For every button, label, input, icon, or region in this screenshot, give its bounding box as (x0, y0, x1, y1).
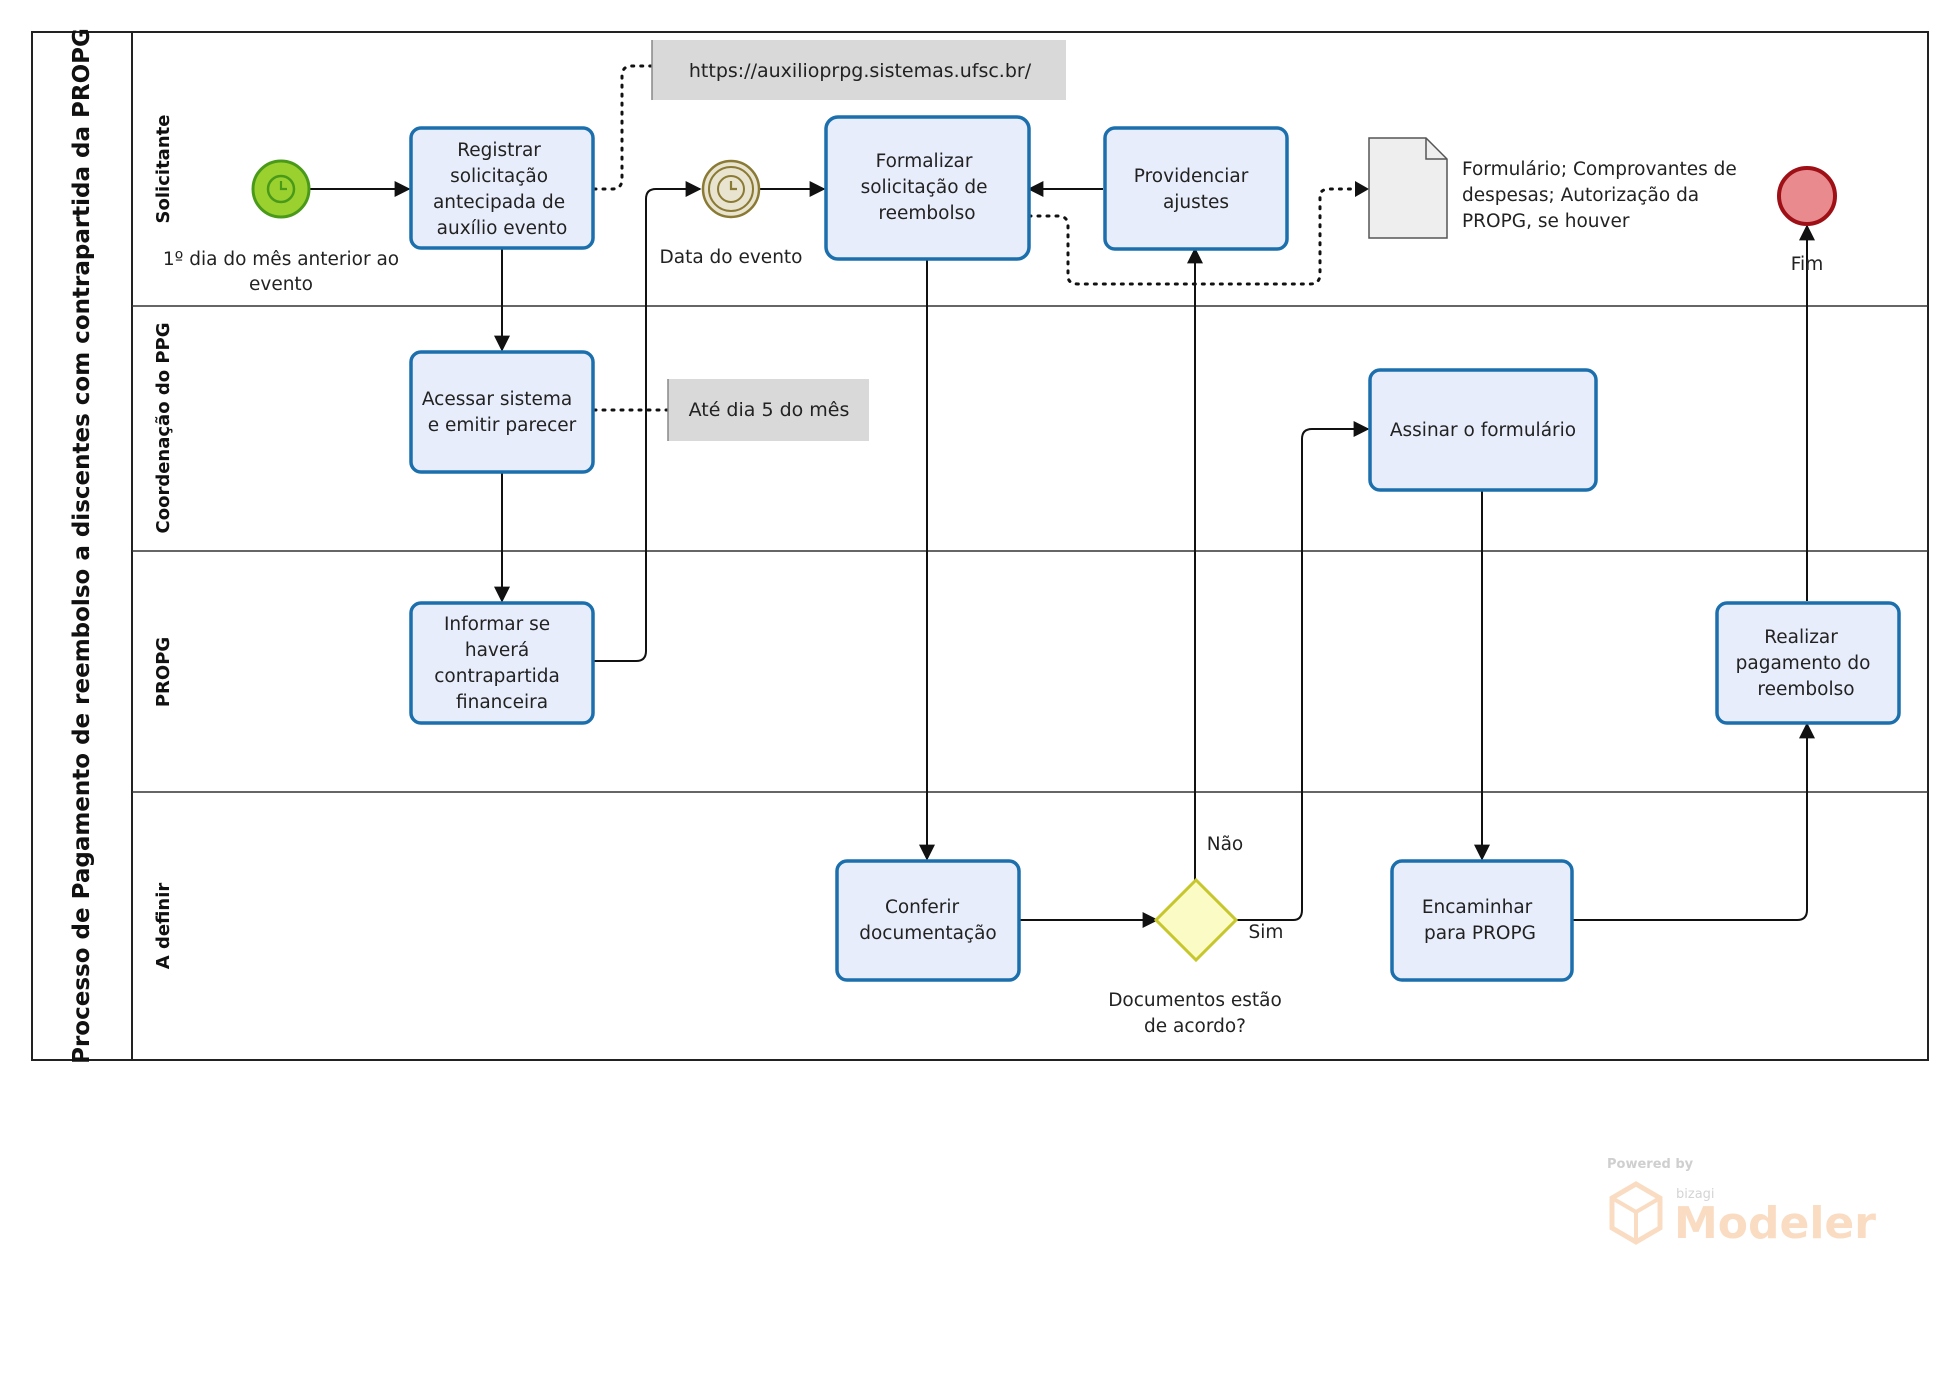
pool: Processo de Pagamento de reembolso a dis… (31, 28, 1929, 1064)
watermark-powered: Powered by (1607, 1157, 1694, 1172)
task-conferir[interactable]: Conferir documentação (835, 859, 1021, 982)
associations (592, 64, 1369, 412)
start-event-label-line2: evento (249, 274, 313, 295)
assoc-formalizar-document (1027, 187, 1357, 286)
task-informar-text: Informar se haverá contrapartida finance… (434, 614, 565, 713)
assoc-arrowhead (1355, 181, 1369, 197)
task-encaminhar-text: Encaminhar para PROPG (1422, 897, 1538, 944)
task-assinar-text: Assinar o formulário (1390, 420, 1576, 441)
gateway-yes-label: Sim (1249, 922, 1284, 943)
start-timer-event[interactable] (251, 159, 311, 219)
data-object-document-icon[interactable] (1368, 137, 1448, 239)
annotation-url-text: https://auxilioprpg.sistemas.ufsc.br/ (689, 60, 1032, 82)
task-formalizar[interactable]: Formalizar solicitação de reembolso (824, 115, 1031, 261)
end-event[interactable] (1777, 166, 1837, 226)
task-registrar[interactable]: Registrar solicitação antecipada de auxí… (409, 126, 595, 250)
task-registrar-text: Registrar solicitação antecipada de auxí… (433, 140, 571, 239)
lane-coordenacao-label: Coordenação do PPG (153, 323, 174, 534)
watermark-brand: bizagi (1676, 1187, 1715, 1202)
task-providenciar[interactable]: Providenciar ajustes (1103, 126, 1289, 251)
gateway-label-line1: Documentos estão (1108, 990, 1282, 1011)
task-realizar[interactable]: Realizar pagamento do reembolso (1715, 601, 1901, 725)
gateway-label-line2: de acordo? (1144, 1016, 1246, 1037)
lane-adefinir-label: A definir (153, 883, 174, 970)
task-informar[interactable]: Informar se haverá contrapartida finance… (409, 601, 595, 725)
watermark-product: Modeler (1674, 1198, 1876, 1249)
intermediate-timer-event[interactable] (701, 159, 761, 219)
task-providenciar-text: Providenciar ajustes (1134, 166, 1254, 213)
task-assinar[interactable]: Assinar o formulário (1368, 368, 1598, 492)
gateway-no-label: Não (1207, 834, 1244, 855)
task-acessar-text: Acessar sistema e emitir parecer (422, 389, 578, 436)
annotation-deadline-text: Até dia 5 do mês (689, 399, 850, 421)
end-event-label: Fim (1791, 254, 1823, 275)
exclusive-gateway[interactable] (1153, 877, 1239, 963)
data-object-label-line1: Formulário; Comprovantes de (1462, 159, 1737, 180)
flow-encaminhar-realizar (1572, 722, 1815, 921)
task-acessar[interactable]: Acessar sistema e emitir parecer (409, 350, 595, 474)
data-object-label-line3: PROPG, se houver (1462, 211, 1630, 232)
annotation-url: https://auxilioprpg.sistemas.ufsc.br/ (651, 40, 1066, 100)
task-conferir-text: Conferir documentação (859, 897, 997, 944)
task-encaminhar[interactable]: Encaminhar para PROPG (1390, 859, 1574, 982)
assoc-registrar-url (592, 64, 654, 191)
sequence-flows (309, 181, 1815, 928)
annotation-deadline: Até dia 5 do mês (667, 379, 869, 441)
flow-informar-evento (592, 181, 702, 662)
task-formalizar-text: Formalizar solicitação de reembolso (861, 151, 994, 224)
pool-title: Processo de Pagamento de reembolso a dis… (69, 28, 95, 1064)
intermediate-event-label: Data do evento (659, 247, 802, 268)
task-realizar-text: Realizar pagamento do reembolso (1736, 627, 1877, 700)
lane-propg-label: PROPG (153, 637, 174, 707)
lane-solicitante-label: Solicitante (153, 115, 174, 224)
flow-gateway-sim-assinar (1235, 421, 1370, 921)
watermark: Powered by bizagi Modeler (1607, 1157, 1876, 1249)
start-event-label-line1: 1º dia do mês anterior ao (163, 249, 399, 270)
data-object-label-line2: despesas; Autorização da (1462, 185, 1699, 206)
